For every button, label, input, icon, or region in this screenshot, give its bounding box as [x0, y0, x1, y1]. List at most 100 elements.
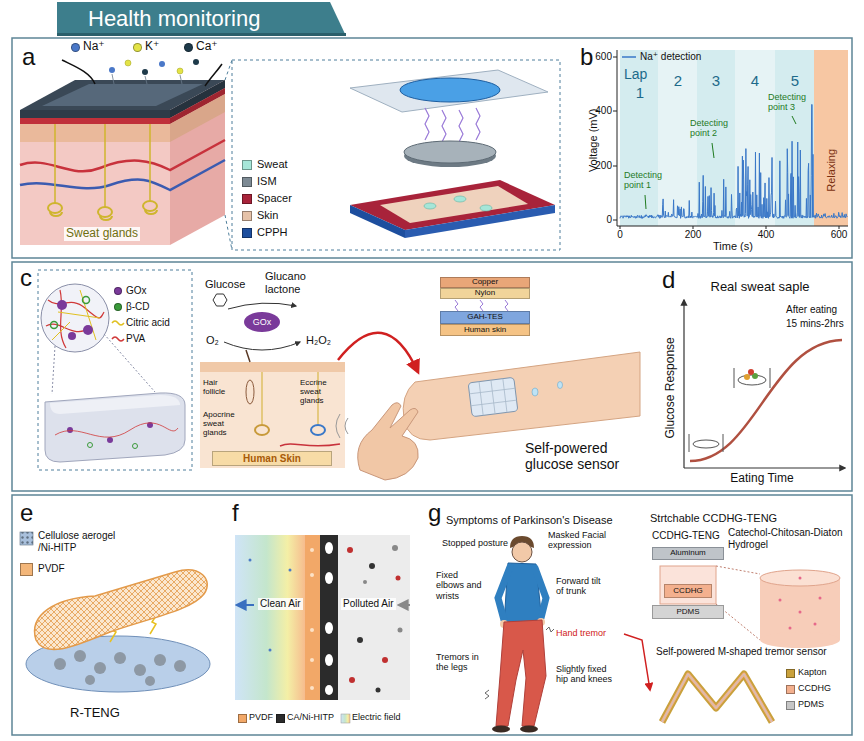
- layer-label: Copper: [472, 278, 498, 287]
- arm-illustration: [358, 403, 418, 480]
- hydrogel-cylinder: [760, 578, 840, 640]
- filter-illustration: [235, 535, 410, 700]
- patient-figure: [485, 690, 489, 699]
- sensor-stack: [350, 70, 548, 112]
- legend-sample: [622, 56, 636, 58]
- axis-title: Eating Time: [730, 472, 793, 486]
- filter-illustration: [369, 563, 375, 569]
- inset-frame: [38, 270, 192, 470]
- chart-axis: [684, 467, 845, 468]
- panel-frame: [12, 495, 852, 735]
- axis-title: Time (s): [713, 240, 753, 253]
- legend-sample: [20, 532, 33, 545]
- leader-line: [712, 143, 714, 158]
- skin-block: [62, 60, 222, 86]
- legend-label: ISM: [257, 175, 277, 188]
- tick-label: 0: [617, 229, 623, 241]
- hydrogel-network: [83, 297, 90, 304]
- substrate-layer: PDMS: [652, 605, 724, 619]
- hydrogel-slab: [45, 393, 185, 462]
- filter-illustration: [363, 580, 367, 584]
- title-banner: [57, 2, 346, 36]
- layer-label: Human Skin: [243, 453, 301, 464]
- sensor-stack: [454, 196, 466, 202]
- legend-label: Kapton: [798, 667, 827, 677]
- filter-illustration: [269, 649, 272, 652]
- meal-icon: [734, 368, 770, 388]
- axis-title: Glucose Response: [664, 337, 678, 438]
- skin-block: [143, 201, 157, 214]
- patient-figure: [498, 567, 510, 620]
- insole-illustration: [35, 570, 208, 650]
- molecule-label: Glucose: [205, 278, 245, 291]
- legend-label: K⁺: [145, 40, 159, 54]
- legend-label: PDMS: [798, 699, 824, 709]
- filter-illustration: [310, 548, 314, 552]
- tick-label: 400: [758, 229, 775, 241]
- legend-swatch: [238, 714, 247, 723]
- arm-illustration: [336, 414, 348, 438]
- skin-block: [20, 118, 170, 124]
- hydrogel-cylinder: [799, 577, 802, 580]
- filter-illustration: [237, 604, 254, 606]
- skin-block: [109, 67, 115, 73]
- insole-illustration: [54, 658, 66, 670]
- skin-section: [280, 444, 340, 446]
- hydrogel-network: [52, 290, 100, 340]
- filter-illustration: [392, 545, 398, 551]
- symptom-label: Stopped posture: [442, 538, 508, 548]
- chart-axis: [620, 226, 839, 229]
- hydrogel-layer: GAH-TES: [440, 311, 530, 324]
- filter-illustration: [338, 535, 410, 700]
- filter-illustration: [310, 573, 314, 577]
- legend-swatch: [184, 43, 193, 52]
- skin-section: [200, 372, 345, 468]
- inset-frame: [232, 60, 560, 250]
- panel-frame: [12, 262, 852, 491]
- panel-letter: b: [580, 43, 593, 71]
- tick-label: 600: [595, 51, 612, 63]
- insole-illustration: [154, 654, 166, 666]
- filter-illustration: [325, 572, 333, 584]
- skin-section: [255, 425, 269, 435]
- device-stack: [660, 566, 716, 604]
- title-banner: [57, 2, 346, 36]
- filter-illustration: [376, 688, 381, 693]
- legend-label: Citric acid: [126, 317, 170, 329]
- patient-figure: [546, 627, 554, 632]
- hydrogel-slab: [50, 395, 180, 414]
- legend-sample: [112, 321, 124, 341]
- skin-block: [55, 124, 150, 207]
- layer-label: PDMS: [676, 608, 699, 617]
- legend-label: PVDF: [249, 712, 273, 722]
- inset-frame: [225, 215, 232, 250]
- skin-block: [125, 60, 131, 66]
- symptom-label: Hand tremor: [556, 628, 606, 638]
- filter-illustration: [310, 686, 314, 690]
- legend-swatch: [242, 194, 252, 204]
- lap-label: 1: [636, 84, 644, 101]
- arm-illustration: [468, 377, 518, 416]
- skin-block: [177, 68, 183, 74]
- title-banner: [57, 33, 346, 36]
- panel-letter: c: [20, 264, 32, 292]
- arm-illustration: [336, 352, 640, 480]
- filter-illustration: [396, 576, 401, 581]
- tick-label: 200: [685, 229, 702, 241]
- leader-line: [792, 116, 796, 124]
- legend-swatch: [242, 177, 252, 187]
- hydrogel-slab: [133, 444, 138, 449]
- symptom-label: Forward tilt of trunk: [556, 576, 608, 597]
- panel-letter: e: [20, 499, 33, 527]
- skin-block: [142, 69, 148, 75]
- leader-line: [645, 116, 796, 209]
- lap-band: [814, 50, 848, 226]
- skin-block: [20, 142, 170, 245]
- nylon-layer: Nylon: [440, 288, 530, 299]
- band-label: Relaxing: [825, 149, 838, 192]
- flow-arrow: [624, 634, 650, 690]
- meal-icon: [744, 374, 750, 380]
- part-label: Eccrine sweat glands: [300, 378, 340, 406]
- reaction-scheme: [213, 294, 300, 350]
- hydrogel-cylinder: [819, 597, 822, 600]
